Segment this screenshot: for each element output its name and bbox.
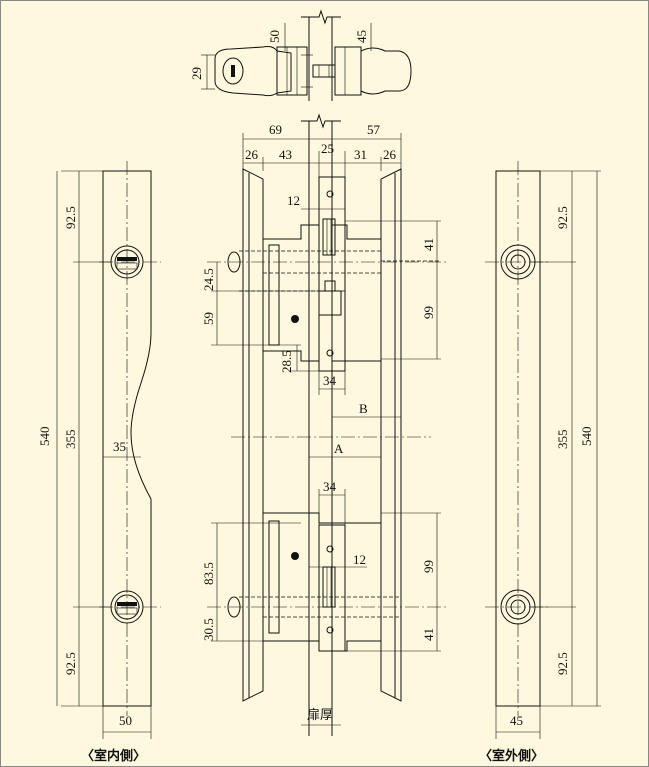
dim-43: 43	[279, 147, 292, 162]
dim-34-bottom: 34	[323, 479, 337, 494]
dim-b: B	[359, 401, 368, 416]
dim-26-right: 26	[383, 147, 397, 162]
dim-12-bottom: 12	[353, 552, 366, 567]
dim-41-bottom: 41	[421, 628, 436, 641]
dim-left-355: 355	[63, 430, 78, 450]
dim-12-top: 12	[287, 193, 300, 208]
dim-24-5: 24.5	[201, 268, 216, 291]
dim-41-top: 41	[421, 238, 436, 251]
caption-inside: 〈室内側〉	[81, 748, 146, 764]
right-plate: 540 92.5 355 92.5 45 〈室外側〉	[479, 161, 601, 764]
dim-31: 31	[354, 147, 367, 162]
dim-right-92-5-bottom: 92.5	[555, 652, 570, 675]
dim-83-5: 83.5	[201, 562, 216, 585]
dim-right-540: 540	[579, 427, 594, 447]
top-view: 29 50 45	[189, 9, 412, 101]
dim-right-92-5-top: 92.5	[555, 206, 570, 229]
dim-a: A	[334, 441, 344, 456]
dim-right-355: 355	[555, 430, 570, 450]
dim-59: 59	[201, 312, 216, 325]
dim-30-5: 30.5	[201, 618, 216, 641]
dim-28-5: 28.5	[279, 350, 294, 373]
dim-right-45: 45	[510, 713, 523, 728]
dim-left-50: 50	[119, 713, 132, 728]
dim-99-top: 99	[421, 306, 436, 319]
dim-99-bottom: 99	[421, 560, 436, 573]
dim-left-92-5-top: 92.5	[63, 206, 78, 229]
dim-door-thickness: 扉厚	[307, 707, 333, 722]
dim-34-top: 34	[323, 373, 337, 388]
dim-top-50: 50	[267, 30, 282, 43]
dim-left-35: 35	[113, 439, 126, 454]
center-section: 69 57 26 43 25 31 26 12 41 99 24.5 59	[201, 113, 447, 736]
dim-26-left: 26	[245, 147, 259, 162]
dim-69: 69	[269, 122, 282, 137]
dim-left-92-5-bottom: 92.5	[63, 652, 78, 675]
dim-left-540: 540	[37, 427, 52, 447]
dim-57: 57	[367, 122, 381, 137]
dim-25: 25	[321, 141, 334, 156]
dim-top-29: 29	[189, 67, 204, 80]
left-plate: 540 92.5 355 92.5 35 50 〈室内側〉	[37, 161, 161, 764]
dim-top-45: 45	[354, 30, 369, 43]
caption-outside: 〈室外側〉	[479, 748, 544, 764]
